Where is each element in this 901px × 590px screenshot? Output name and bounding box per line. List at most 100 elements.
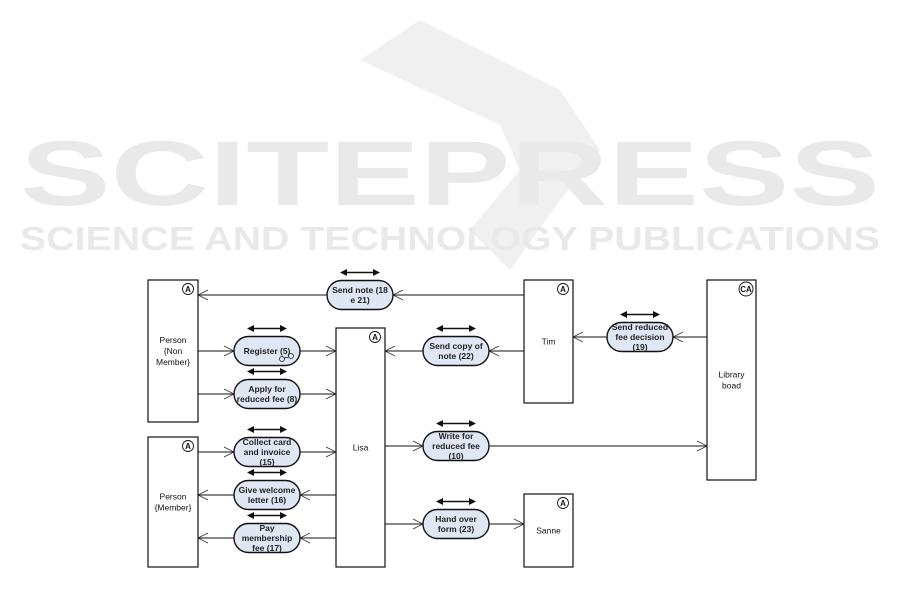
actor-sanne[interactable]: A Sanne (523, 493, 574, 568)
actor-box (335, 327, 386, 568)
actor-person-member[interactable]: A Person{Member} (147, 436, 199, 568)
transaction-oval (422, 335, 490, 367)
transaction-oval (422, 430, 490, 462)
double-arrow-icon (436, 325, 476, 332)
actor-label-line: Library (719, 370, 746, 380)
watermark-logo-swoosh (360, 20, 600, 270)
transaction-register[interactable]: Register (5) (233, 325, 301, 367)
transaction-label-line: note (22) (438, 351, 474, 361)
double-arrow-icon (620, 311, 660, 318)
transaction-label-line: reduced fee (432, 441, 480, 451)
actor-type-badge-icon (369, 331, 381, 343)
transaction-label-line: fee (17) (252, 543, 282, 553)
actor-type-badge-icon (557, 497, 569, 509)
actor-type-badge: A (185, 285, 191, 294)
actor-label: Person{Member} (155, 492, 192, 513)
transaction-oval (606, 321, 674, 353)
transaction-oval (233, 436, 301, 468)
double-arrow-icon (247, 512, 287, 519)
double-arrow-icon (436, 498, 476, 505)
watermark: SCITEPRESS SCIENCE AND TECHNOLOGY PUBLIC… (20, 20, 880, 270)
transaction-label-line: Send reduced (612, 322, 668, 332)
actor-label-line: Tim (542, 337, 556, 347)
actor-type-badge-icon (182, 440, 194, 452)
actor-box (147, 279, 199, 423)
transaction-label-line: membership (242, 533, 293, 543)
watermark-subtitle: SCIENCE AND TECHNOLOGY PUBLICATIONS (20, 220, 880, 257)
transaction-label-line: (10) (448, 451, 463, 461)
transaction-label-line: form (23) (438, 524, 475, 534)
actor-type-badge: A (185, 442, 191, 451)
transaction-label-line: and invoice (244, 447, 291, 457)
actor-type-badge-icon (557, 283, 569, 295)
actor-tim[interactable]: A Tim (523, 279, 574, 404)
transaction-oval (233, 479, 301, 511)
link-icon (279, 353, 294, 362)
transaction-oval (233, 378, 301, 410)
double-arrow-icon (247, 325, 287, 332)
transaction-label-line: Send note (18 (332, 285, 388, 295)
actor-label-line: Sanne (536, 526, 561, 536)
double-arrow-icon (340, 269, 380, 276)
transaction-label-line: Register (5) (244, 346, 291, 356)
watermark-title: SCITEPRESS (20, 123, 880, 225)
actor-type-badge: A (560, 285, 566, 294)
actor-label-line: Lisa (353, 443, 369, 453)
transaction-label-line: Write for (439, 431, 474, 441)
transaction-label-line: Collect card (243, 437, 292, 447)
transaction-label-line: Apply for (248, 384, 286, 394)
actor-type-badge: A (372, 333, 378, 342)
transaction-label: Register (5) (244, 346, 291, 356)
actor-label-line: {Member} (155, 503, 192, 513)
actor-label-line: Member} (156, 357, 190, 367)
transaction-label-line: reduced fee (8) (237, 394, 298, 404)
transaction-label-line: (19) (632, 342, 647, 352)
double-arrow-icon (247, 469, 287, 476)
transaction-label-line: e 21) (350, 295, 370, 305)
transaction-oval (422, 508, 490, 540)
actor-label-line: Person (160, 492, 187, 502)
actor-type-badge: A (560, 499, 566, 508)
actor-box (706, 279, 757, 481)
transaction-label-line: Pay (259, 523, 274, 533)
transaction-label-line: Send copy of (429, 341, 483, 351)
double-arrow-icon (247, 426, 287, 433)
transaction-oval (233, 335, 301, 367)
actor-type-badge: CA (740, 285, 752, 294)
transaction-label-line: Give welcome (239, 485, 296, 495)
double-arrow-icon (247, 368, 287, 375)
double-arrow-icon (436, 420, 476, 427)
transaction-label-line: letter (16) (248, 495, 286, 505)
transaction-oval (233, 522, 301, 554)
actor-lisa[interactable]: A Lisa (335, 327, 386, 568)
transaction-label-line: fee decision (615, 332, 664, 342)
actor-label-line: boad (722, 381, 741, 391)
transaction-label-line: Hand over (435, 514, 477, 524)
actor-type-badge-icon (738, 281, 754, 297)
actor-label-line: Person (160, 335, 187, 345)
actor-type-badge-icon (182, 283, 194, 295)
